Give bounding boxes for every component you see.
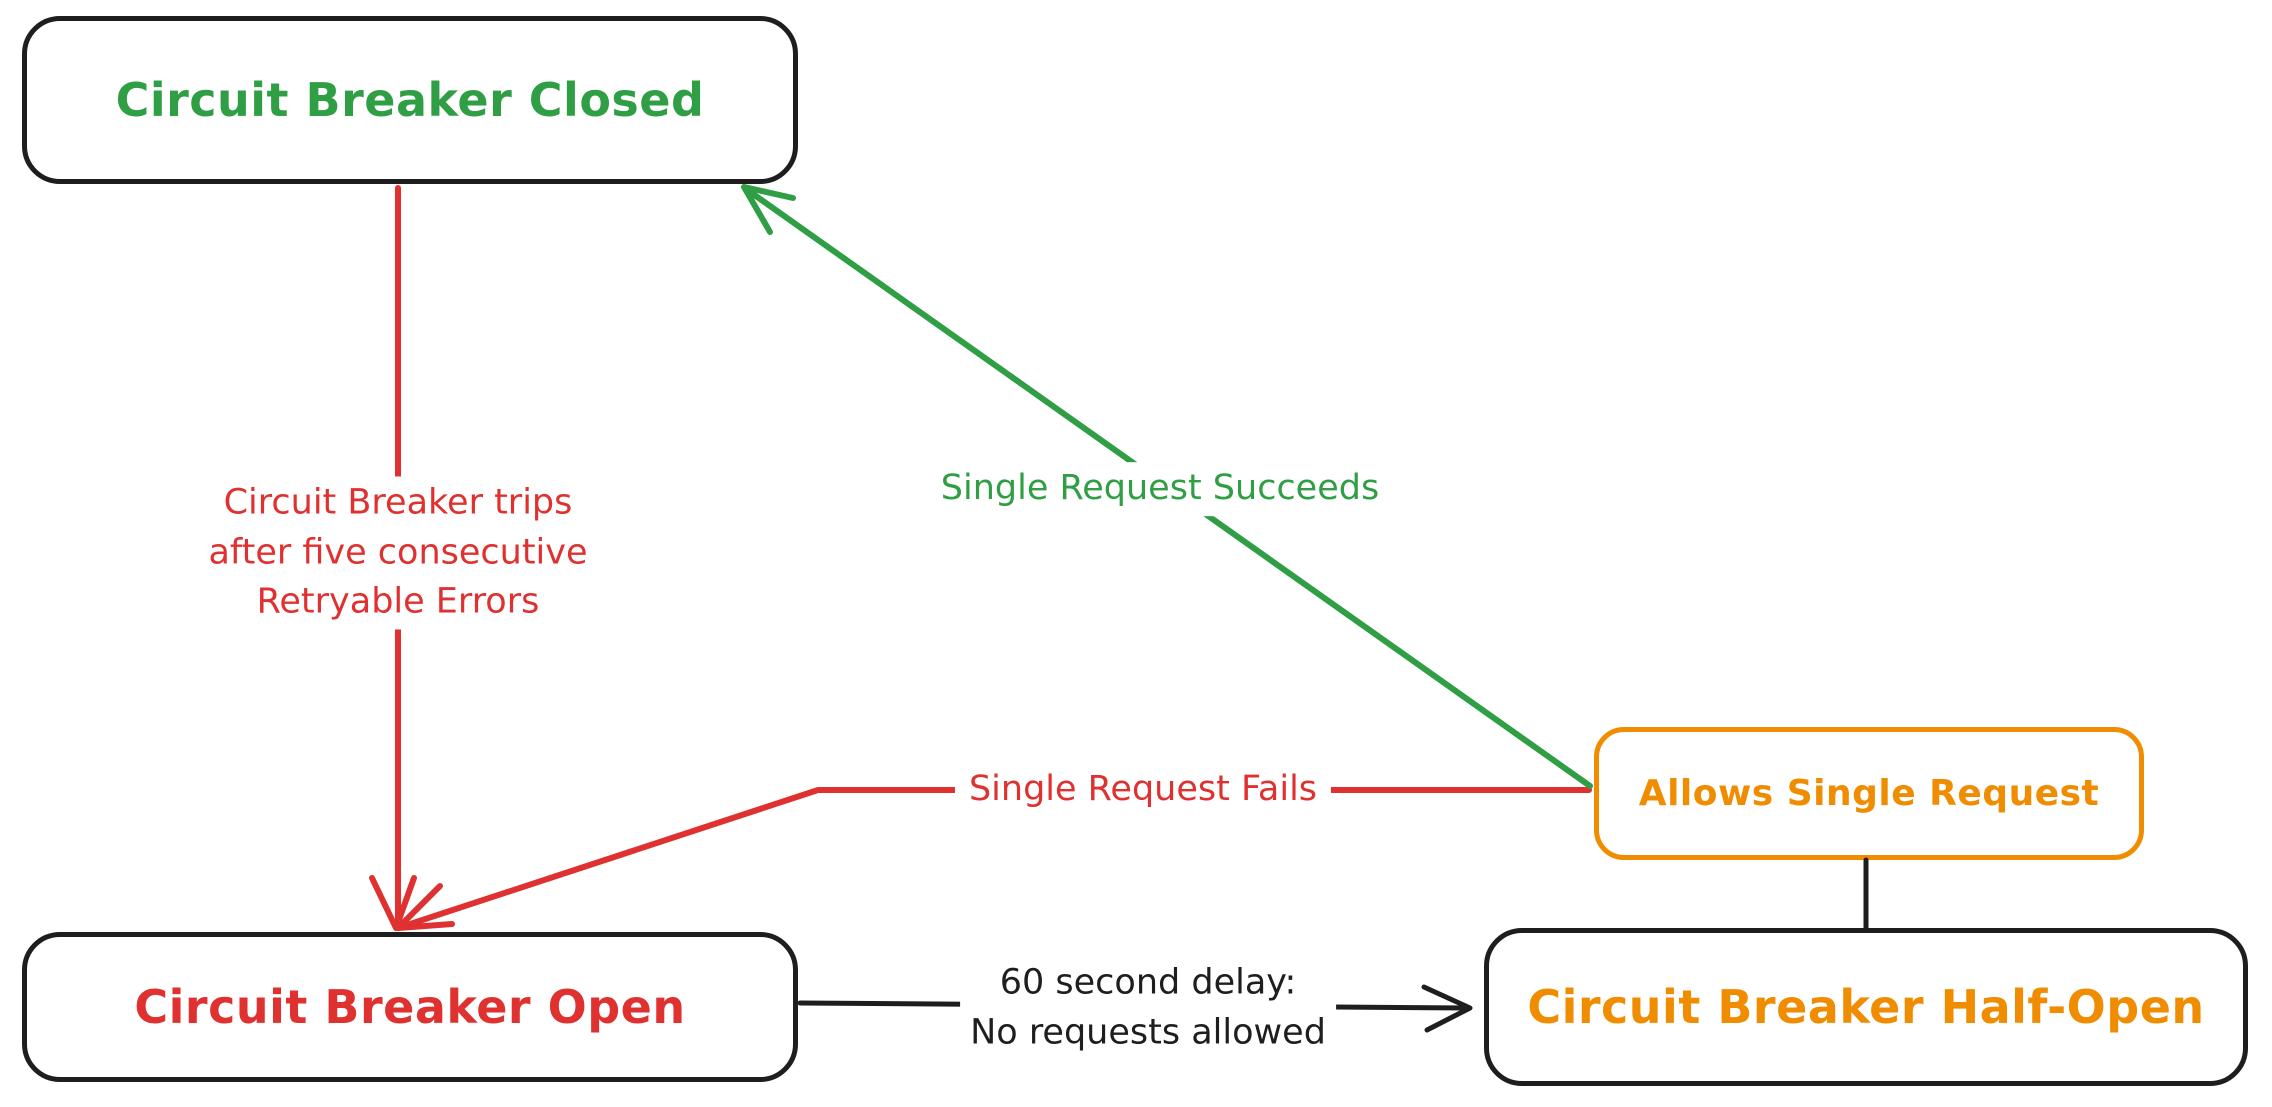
edge-label-trip-line-2: after five consecutive	[208, 532, 588, 573]
node-allows-single-request-label: Allows Single Request	[1638, 773, 2100, 814]
edge-label-single-request-succeeds: Single Request Succeeds	[930, 462, 1390, 516]
node-circuit-breaker-open: Circuit Breaker Open	[22, 932, 798, 1082]
edge-label-trip-line-3: Retryable Errors	[256, 581, 540, 622]
edge-label-delay-line-1: 60 second delay:	[999, 962, 1297, 1003]
edge-label-single-request-fails: Single Request Fails	[954, 763, 1332, 817]
fails-arrowhead-icon	[395, 883, 455, 931]
node-circuit-breaker-closed-label: Circuit Breaker Closed	[115, 73, 705, 127]
node-circuit-breaker-half-open-label: Circuit Breaker Half-Open	[1527, 980, 2205, 1034]
edge-label-trip: Circuit Breaker trips after five consecu…	[198, 476, 598, 630]
trip-arrowhead-icon	[369, 875, 417, 931]
node-circuit-breaker-half-open: Circuit Breaker Half-Open	[1484, 928, 2248, 1086]
node-allows-single-request: Allows Single Request	[1594, 727, 2144, 860]
edge-label-single-request-succeeds-text: Single Request Succeeds	[940, 468, 1380, 509]
edge-label-delay-line-2: No requests allowed	[970, 1012, 1326, 1052]
succeeds-arrowhead-icon	[741, 184, 796, 235]
edge-label-single-request-fails-text: Single Request Fails	[968, 769, 1318, 810]
node-circuit-breaker-open-label: Circuit Breaker Open	[134, 980, 686, 1034]
delay-arrowhead-icon	[1421, 984, 1473, 1033]
node-circuit-breaker-closed: Circuit Breaker Closed	[22, 16, 798, 184]
edge-label-delay: 60 second delay: No requests allowed	[960, 956, 1336, 1060]
edge-label-trip-line-1: Circuit Breaker trips	[223, 482, 573, 523]
